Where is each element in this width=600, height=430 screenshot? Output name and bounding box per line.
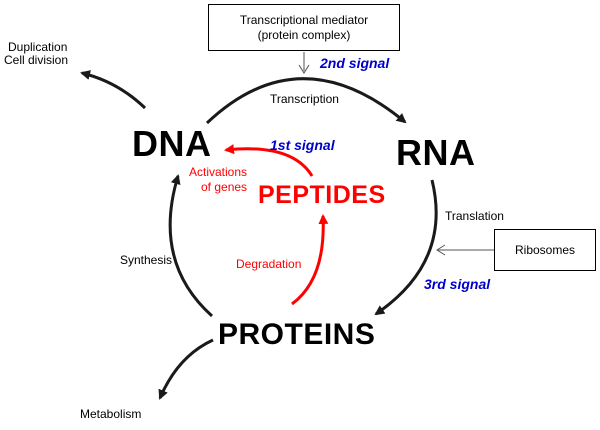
- first-signal-label: 1st signal: [270, 137, 335, 153]
- translation-label: Translation: [445, 209, 504, 223]
- translation-arrow: [374, 179, 438, 316]
- transcription-label: Transcription: [270, 92, 339, 106]
- activations-label-line1: Activations: [189, 165, 248, 179]
- degradation-arrow: [291, 214, 329, 306]
- mediator-label-line1: Transcriptional mediator: [239, 12, 369, 27]
- duplication-arrow: [80, 70, 147, 110]
- third-signal-label: 3rd signal: [424, 276, 491, 292]
- cell-division-label: Cell division: [4, 53, 69, 67]
- proteins-node: PROTEINS: [218, 318, 376, 351]
- ribosomes-label: Ribosomes: [514, 242, 576, 257]
- rna-node: RNA: [396, 132, 476, 173]
- peptides-node: PEPTIDES: [258, 181, 386, 209]
- dna-node: DNA: [132, 123, 212, 164]
- ribosomes-box: Ribosomes: [494, 229, 596, 271]
- activations-label-line2: of genes: [201, 180, 248, 194]
- synthesis-label: Synthesis: [120, 253, 173, 267]
- mediator-signal-arrowhead: [298, 64, 310, 74]
- metabolism-label: Metabolism: [80, 407, 142, 421]
- ribosome-signal-arrowhead: [436, 244, 446, 256]
- second-signal-label: 2nd signal: [320, 55, 390, 71]
- synthesis-arrow: [168, 174, 214, 318]
- mediator-label-line2: (protein complex): [257, 27, 351, 42]
- transcription-arrow: [205, 77, 407, 125]
- degradation-label: Degradation: [236, 257, 302, 271]
- activation-arrow: [224, 144, 314, 177]
- duplication-label: Duplication: [8, 40, 68, 54]
- metabolism-arrow: [158, 338, 214, 400]
- transcriptional-mediator-box: Transcriptional mediator (protein comple…: [208, 4, 400, 51]
